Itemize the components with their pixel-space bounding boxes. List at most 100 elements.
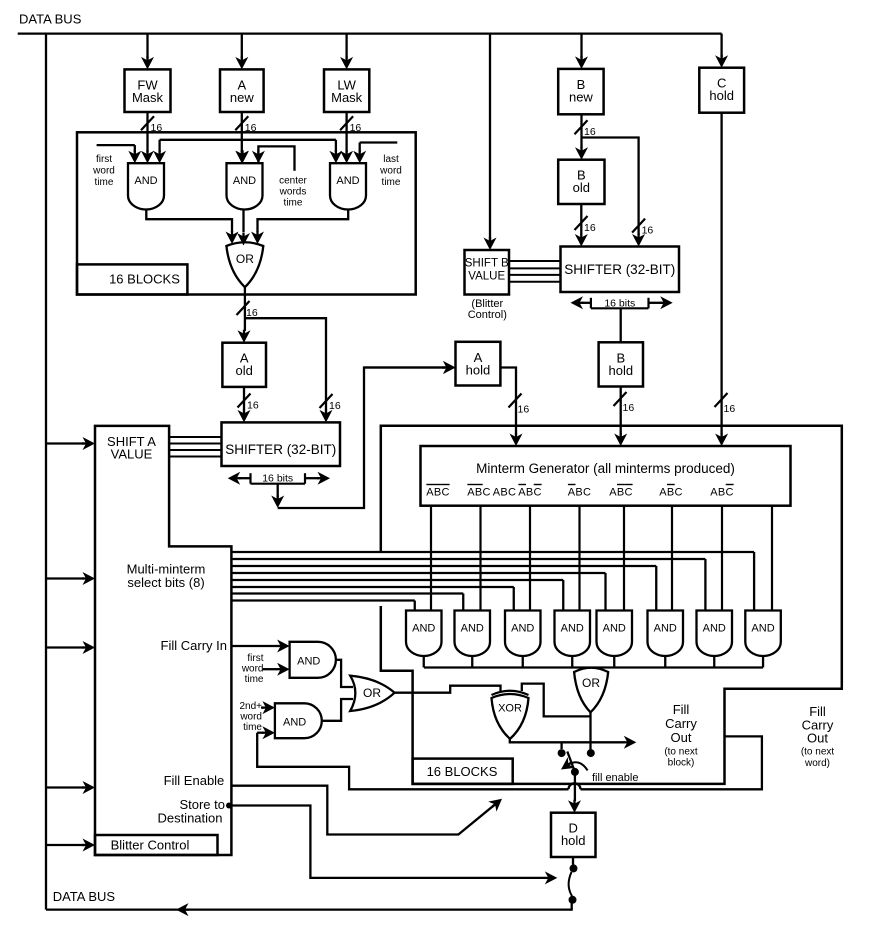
svg-text:AND: AND	[654, 623, 677, 635]
svg-text:OR: OR	[236, 252, 254, 266]
svg-text:center: center	[279, 176, 307, 187]
svg-text:Destination: Destination	[157, 811, 222, 826]
svg-text:Mask: Mask	[132, 90, 164, 105]
svg-text:fill enable: fill enable	[592, 772, 638, 784]
svg-text:16 bits: 16 bits	[262, 473, 293, 485]
svg-text:(to next: (to next	[801, 747, 835, 758]
svg-text:C: C	[717, 76, 726, 91]
svg-text:time: time	[245, 674, 264, 685]
svg-text:AND: AND	[297, 655, 320, 667]
svg-text:word: word	[92, 166, 115, 177]
svg-text:hold: hold	[466, 362, 491, 377]
svg-text:VALUE: VALUE	[111, 447, 153, 462]
svg-text:16: 16	[329, 400, 341, 412]
svg-text:Fill Carry In: Fill Carry In	[161, 638, 227, 653]
svg-text:Blitter Control: Blitter Control	[111, 838, 190, 853]
svg-text:16: 16	[151, 122, 163, 134]
svg-text:2nd+: 2nd+	[239, 701, 262, 712]
svg-text:first: first	[96, 154, 112, 165]
svg-text:time: time	[382, 177, 401, 188]
svg-text:select bits (8): select bits (8)	[127, 575, 204, 590]
svg-text:AND: AND	[561, 623, 584, 635]
svg-text:16: 16	[642, 225, 654, 237]
svg-text:AND: AND	[134, 175, 157, 187]
svg-text:16: 16	[245, 122, 257, 134]
svg-text:ABC: ABC	[710, 487, 734, 499]
svg-text:first: first	[247, 653, 263, 664]
svg-text:B: B	[577, 168, 586, 183]
svg-text:hold: hold	[561, 833, 586, 848]
svg-text:DATA BUS: DATA BUS	[53, 889, 116, 904]
svg-text:ABC: ABC	[493, 487, 517, 499]
svg-text:AND: AND	[603, 623, 626, 635]
svg-text:Multi-minterm: Multi-minterm	[127, 562, 206, 577]
svg-text:ABC: ABC	[518, 487, 542, 499]
svg-text:Carry: Carry	[665, 716, 697, 731]
svg-text:Store to: Store to	[179, 797, 225, 812]
svg-text:Control): Control)	[468, 309, 507, 321]
svg-text:16: 16	[350, 122, 362, 134]
svg-text:AND: AND	[703, 623, 726, 635]
svg-text:AND: AND	[751, 623, 774, 635]
svg-text:Fill: Fill	[673, 702, 690, 717]
svg-text:SHIFTER (32-BIT): SHIFTER (32-BIT)	[225, 442, 336, 457]
svg-text:Carry: Carry	[802, 718, 834, 733]
svg-text:AND: AND	[461, 623, 484, 635]
svg-text:16: 16	[246, 307, 258, 319]
svg-text:A: A	[237, 77, 246, 92]
svg-text:Out: Out	[807, 731, 828, 746]
svg-text:word: word	[379, 166, 402, 177]
svg-text:word): word)	[804, 758, 830, 769]
svg-text:Fill Enable: Fill Enable	[164, 773, 225, 788]
svg-text:SHIFTER (32-BIT): SHIFTER (32-BIT)	[564, 262, 675, 277]
svg-text:B: B	[577, 77, 586, 92]
svg-text:Mask: Mask	[331, 90, 363, 105]
svg-text:ABC: ABC	[467, 487, 491, 499]
svg-text:old: old	[573, 180, 590, 195]
svg-text:time: time	[284, 198, 303, 209]
svg-text:words: words	[279, 187, 307, 198]
svg-text:(to next: (to next	[664, 747, 698, 758]
svg-text:SHIFT A: SHIFT A	[107, 434, 156, 449]
svg-text:word: word	[239, 712, 262, 723]
svg-text:16: 16	[584, 222, 596, 234]
svg-text:16: 16	[247, 400, 259, 412]
svg-text:hold: hold	[709, 88, 734, 103]
svg-text:time: time	[243, 722, 262, 733]
svg-text:word: word	[241, 664, 264, 675]
svg-text:16 bits: 16 bits	[604, 297, 635, 309]
svg-text:old: old	[236, 363, 253, 378]
svg-text:AND: AND	[233, 175, 256, 187]
svg-text:(Blitter: (Blitter	[471, 298, 503, 310]
svg-text:FW: FW	[137, 77, 158, 92]
svg-text:Fill: Fill	[809, 704, 826, 719]
svg-text:hold: hold	[609, 363, 634, 378]
svg-text:SHIFT B: SHIFT B	[465, 258, 509, 270]
svg-text:XOR: XOR	[498, 703, 522, 715]
svg-text:16: 16	[623, 402, 635, 414]
svg-text:OR: OR	[363, 686, 381, 700]
svg-text:A: A	[474, 350, 483, 365]
svg-text:new: new	[230, 90, 254, 105]
svg-text:ABC: ABC	[426, 487, 450, 499]
svg-text:LW: LW	[337, 77, 356, 92]
svg-text:16: 16	[518, 404, 530, 416]
svg-text:AND: AND	[283, 716, 306, 728]
svg-text:Out: Out	[671, 730, 692, 745]
svg-text:A: A	[240, 351, 249, 366]
svg-text:DATA BUS: DATA BUS	[19, 12, 82, 27]
svg-text:AND: AND	[412, 623, 435, 635]
svg-text:ABC: ABC	[568, 487, 592, 499]
svg-text:D: D	[569, 821, 578, 836]
svg-text:16: 16	[724, 403, 736, 415]
svg-text:Minterm Generator (all minterm: Minterm Generator (all minterms produced…	[476, 461, 735, 476]
svg-text:B: B	[616, 350, 625, 365]
svg-text:VALUE: VALUE	[468, 271, 505, 283]
svg-text:16 BLOCKS: 16 BLOCKS	[427, 764, 498, 779]
svg-text:time: time	[95, 177, 114, 188]
svg-text:ABC: ABC	[659, 487, 683, 499]
svg-text:16: 16	[584, 126, 596, 138]
svg-text:OR: OR	[582, 676, 600, 690]
svg-text:AND: AND	[511, 623, 534, 635]
svg-text:new: new	[569, 89, 593, 104]
